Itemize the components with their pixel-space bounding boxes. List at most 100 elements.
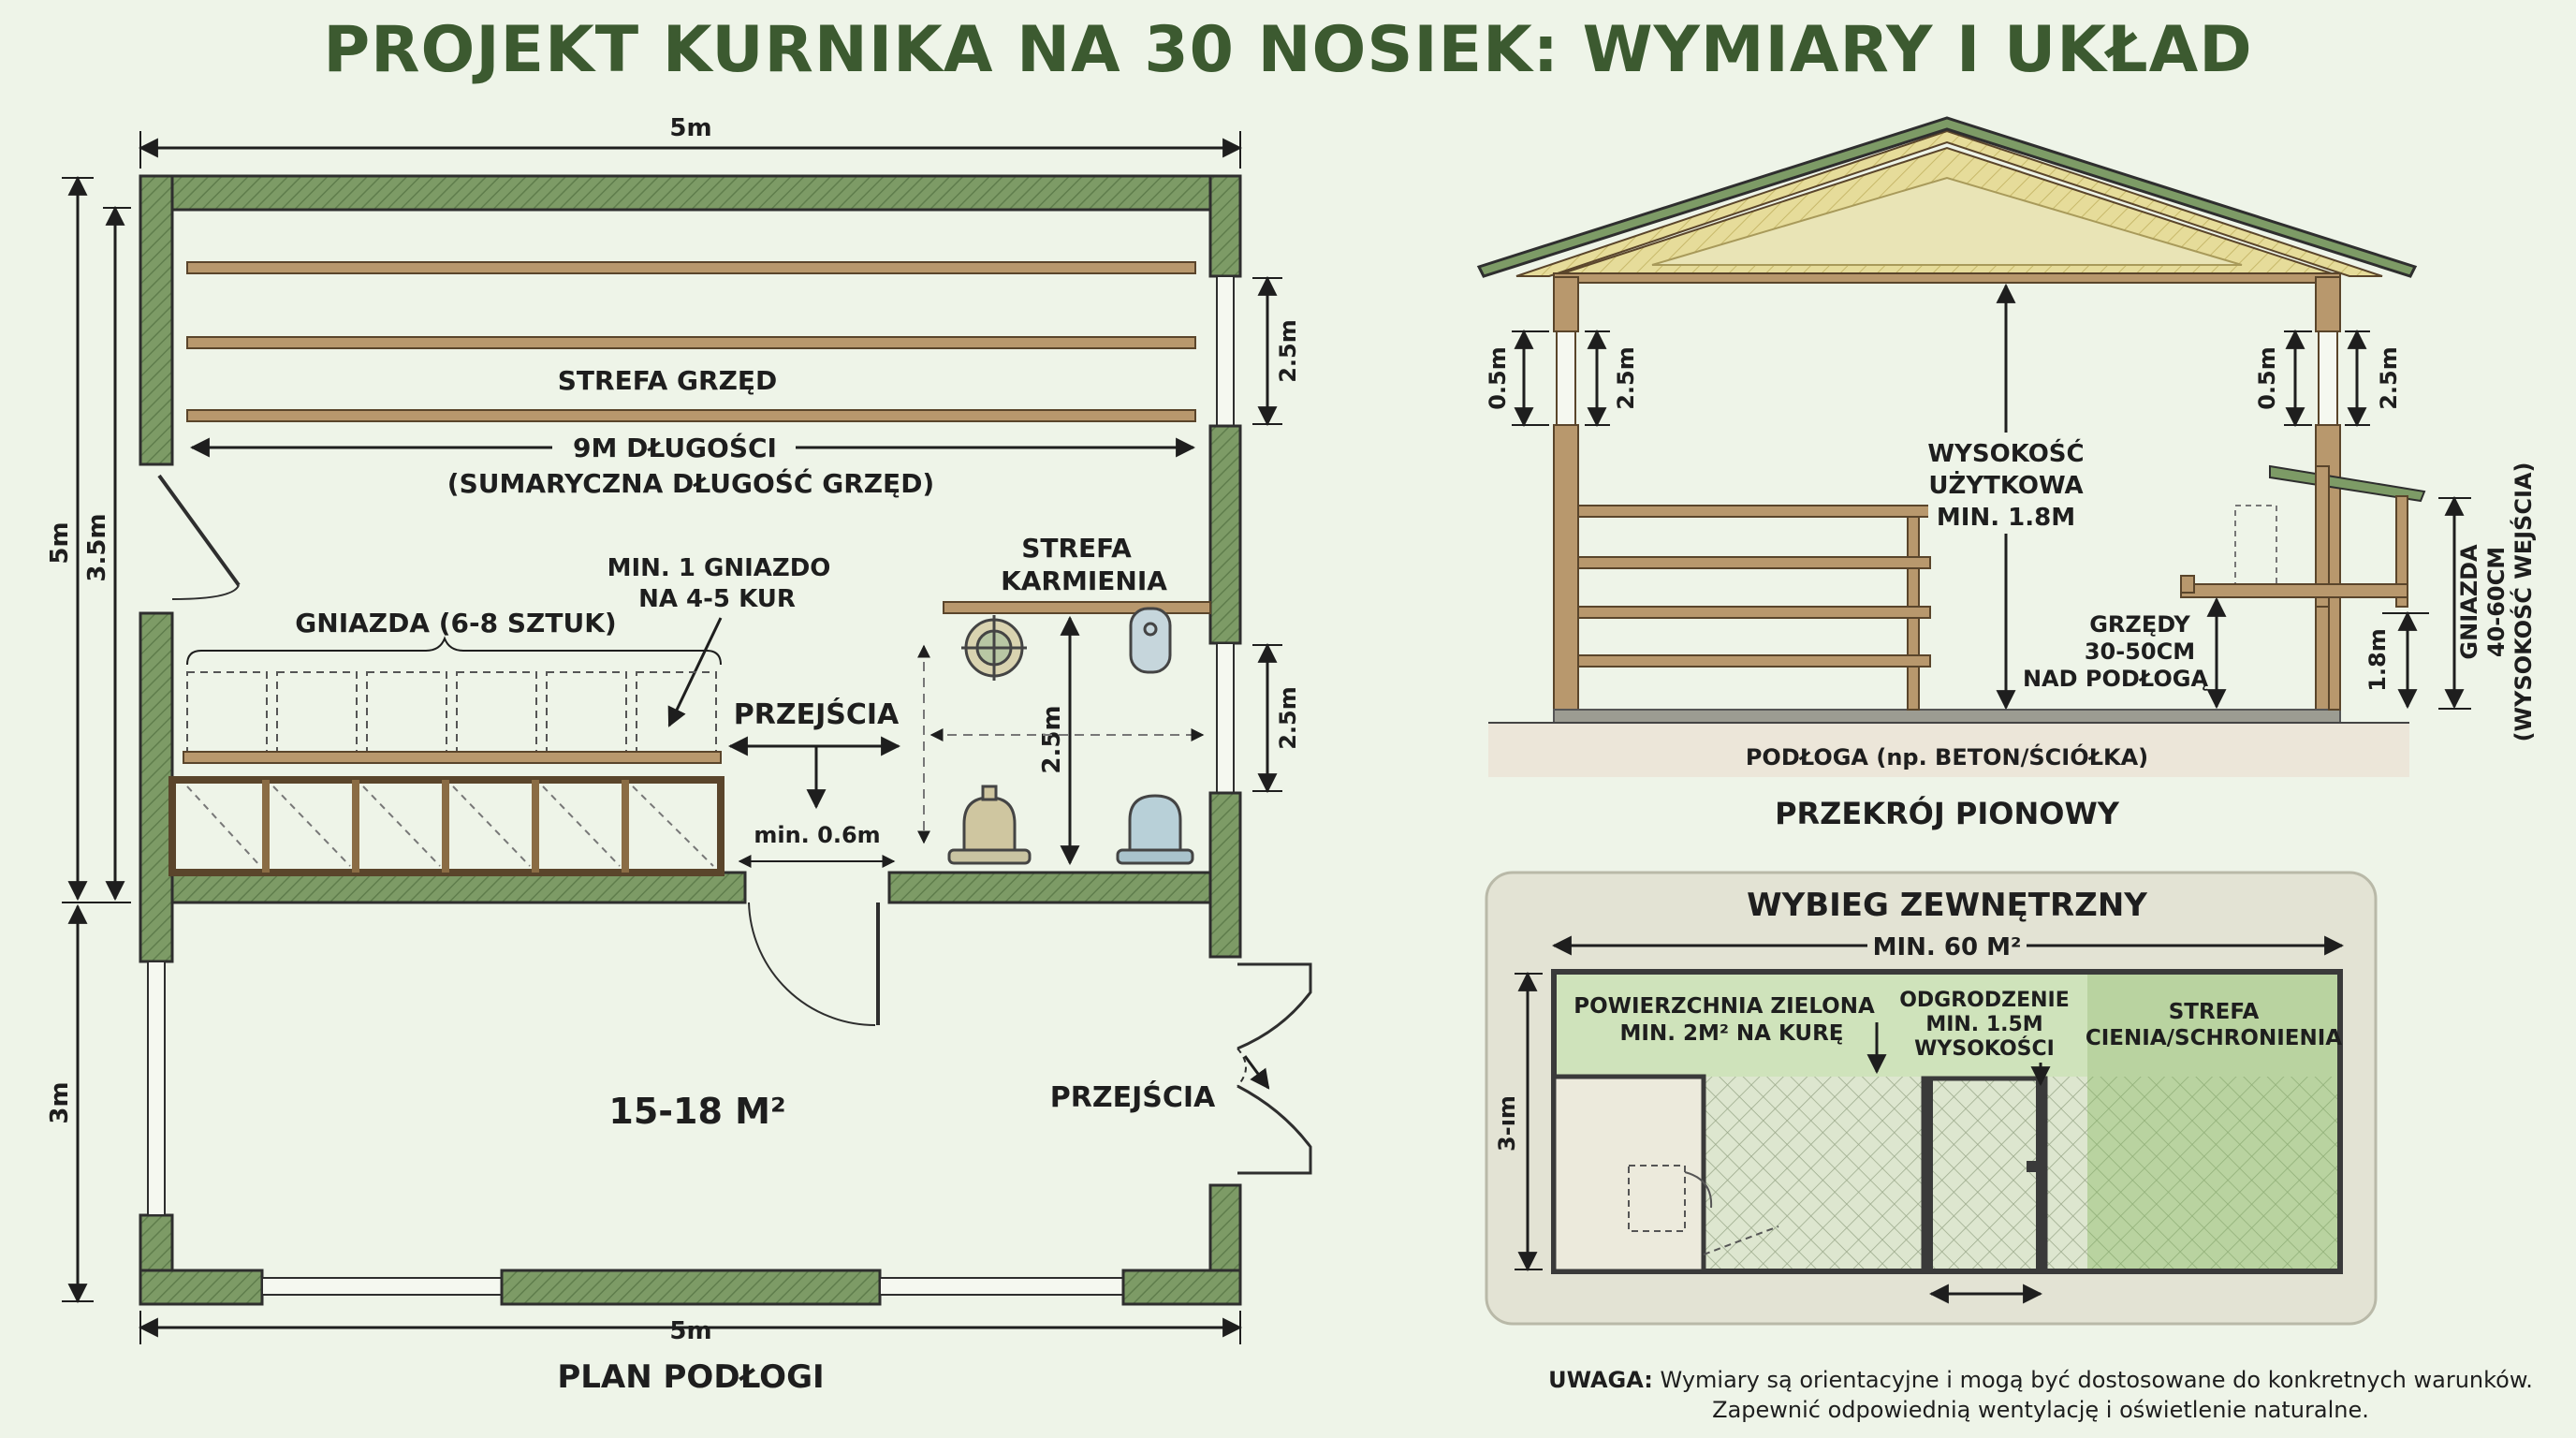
dim-left-inner-label: 3.5m — [83, 513, 111, 581]
perch-label-2: 30-50CM — [2085, 638, 2195, 665]
section-floor-slab — [1553, 709, 2341, 724]
dim-top-label-bg — [663, 110, 719, 140]
waterer-icon — [1116, 794, 1194, 865]
plan-door-right-swing — [1237, 1048, 1247, 1087]
nest-diag — [362, 785, 441, 867]
nest-label-3: (WYSOKOŚĆ WEJŚCIA) — [2509, 462, 2537, 742]
floor-label: PODŁOGA (np. BETON/ŚCIÓŁKA) — [1746, 742, 2148, 770]
roost-length-note: (SUMARYCZNA DŁUGOŚĆ GRZĘD) — [447, 467, 934, 499]
nest-box-5 — [546, 671, 627, 759]
nest-shelf — [183, 751, 722, 764]
roof-insulation — [1515, 129, 2383, 277]
roost-length-label: 9M DŁUGOŚCI — [573, 432, 777, 463]
nest-box-floor — [2180, 583, 2408, 598]
section-window-left — [1556, 330, 1576, 426]
usable-height-1: WYSOKOŚĆ — [1927, 438, 2084, 468]
nest-box-back — [2315, 465, 2330, 608]
nests-label: GNIAZDA (6-8 SZTUK) — [295, 608, 616, 638]
run-fence-1: ODGRODZENIE — [1899, 989, 2070, 1012]
nest-boxes — [168, 671, 724, 876]
nest-label-1: GNIAZDA — [2456, 544, 2482, 660]
run-coop-ramp — [1703, 1225, 1779, 1255]
nest-box-post — [2328, 596, 2341, 711]
plan-wall-bottom-3 — [1121, 1269, 1242, 1306]
plan-wall-left-middle — [139, 611, 174, 963]
roost-bar-2 — [186, 336, 1196, 349]
perch-rail-4 — [1577, 654, 1931, 668]
run-green-2: MIN. 2M² NA KURĘ — [1620, 1021, 1844, 1046]
left-window-height: 0.5m — [1485, 346, 1511, 410]
plan-wall-right-1 — [1208, 174, 1242, 278]
dim-right-window2-label: 2.5m — [1275, 686, 1301, 750]
roost-zone-label: STREFA GRZĘD — [558, 365, 778, 396]
nest-box-3 — [366, 671, 447, 759]
footnote-line-1: UWAGA: Wymiary są orientacyjne i mogą by… — [1535, 1365, 2546, 1395]
usable-height-2: UŻYTKOWA — [1928, 470, 2083, 500]
plan-divider-left — [170, 871, 747, 904]
nest-box-front — [2395, 495, 2408, 608]
run-shade-mesh — [2087, 1077, 2340, 1271]
run-green-1: POWIERZCHNIA ZIELONA — [1573, 994, 1875, 1019]
nest-diag — [452, 785, 531, 867]
feeder-round-icon — [961, 615, 1027, 681]
outdoor-run: WYBIEG ZEWNĘTRZNY MIN. 60 M² POWIERZCHNI… — [1485, 871, 2378, 1326]
feeding-zone-label-1: STREFA — [1021, 533, 1132, 564]
run-title: WYBIEG ZEWNĘTRZNY — [1747, 887, 2147, 924]
footnote-line-2: Zapewnić odpowiednią wentylację i oświet… — [1535, 1395, 2546, 1425]
nest-box-outline — [2234, 505, 2277, 589]
plan-wall-top — [139, 174, 1242, 212]
feeding-dim-label: 2.5m — [1038, 705, 1066, 773]
dim-left-total-label: 5m — [46, 521, 74, 564]
diagram-title: PROJEKT KURNIKA NA 30 NOSIEK: WYMIARY I … — [323, 13, 2253, 87]
section-ground — [1488, 723, 2409, 777]
left-window-offset: 2.5m — [1613, 346, 1639, 410]
perch-label-3: NAD PODŁOGĄ — [2023, 666, 2209, 692]
footnote-lead: UWAGA: — [1548, 1367, 1653, 1393]
plan-wall-bottom-1 — [139, 1269, 264, 1306]
section-window-right — [2318, 330, 2338, 426]
plan-caption: PLAN PODŁOGI — [557, 1358, 824, 1396]
run-gate-post-left — [1924, 1078, 1933, 1271]
usable-height-3: MIN. 1.8M — [1937, 504, 2075, 532]
footnote-text-1: Wymiary są orientacyjne i mogą być dosto… — [1660, 1367, 2533, 1393]
nest-ratio-2: NA 4-5 KUR — [638, 585, 796, 613]
plan-door-right-arrow — [1243, 1055, 1270, 1090]
footnote-text-2: Zapewnić odpowiednią wentylację i oświet… — [1712, 1397, 2369, 1423]
nest-diag — [272, 785, 351, 867]
run-gate-latch — [2027, 1161, 2047, 1172]
ceiling-beam — [1553, 272, 2341, 284]
run-gate-post-right — [2036, 1078, 2045, 1271]
vertical-section: PODŁOGA (np. BETON/ŚCIÓŁKA) WYSOKOŚĆ UŻY… — [1476, 116, 2537, 831]
nest-diag — [186, 785, 261, 867]
perch-rail-1 — [1577, 505, 1931, 518]
dim-right-window1-label: 2.5m — [1275, 319, 1301, 383]
plan-wall-right-3 — [1208, 791, 1242, 959]
nest-diag — [632, 785, 714, 867]
plan-window-right-2 — [1216, 642, 1235, 794]
plan-wall-bottom-2 — [500, 1269, 882, 1306]
passage-width-label: min. 0.6m — [754, 822, 880, 848]
section-caption: PRZEKRÓJ PIONOWY — [1775, 795, 2120, 831]
run-fence-3: WYSOKOŚCI — [1914, 1036, 2055, 1061]
right-window-height: 0.5m — [2254, 346, 2280, 410]
section-wall-right-top — [2315, 276, 2341, 332]
dim-bottom-label: 5m — [669, 1317, 711, 1345]
perch-rail-2 — [1577, 556, 1931, 569]
passage-upper-label: PRZEJŚCIA — [734, 697, 900, 731]
nest-box-roof — [2269, 464, 2426, 503]
nest-label-2: 40-60CM — [2483, 547, 2510, 657]
feeder-shelf — [943, 601, 1211, 614]
feeding-zone-label-2: KARMIENIA — [1001, 565, 1167, 596]
footnote: UWAGA: Wymiary są orientacyjne i mogą by… — [1535, 1365, 2546, 1425]
run-min-area: MIN. 60 M² — [1873, 933, 2022, 961]
run-shade-band — [2087, 972, 2340, 1077]
plan-door-right-upper — [1237, 962, 1312, 1050]
nest-box-2 — [276, 671, 358, 759]
feeder-bell-icon — [947, 785, 1032, 865]
nest-ratio-1: MIN. 1 GNIAZDO — [607, 554, 831, 582]
roost-bar-1 — [186, 261, 1196, 274]
perch-rail-3 — [1577, 606, 1931, 619]
perch-label-1: GRZĘDY — [2089, 611, 2190, 638]
plan-wall-right-2 — [1208, 424, 1242, 645]
